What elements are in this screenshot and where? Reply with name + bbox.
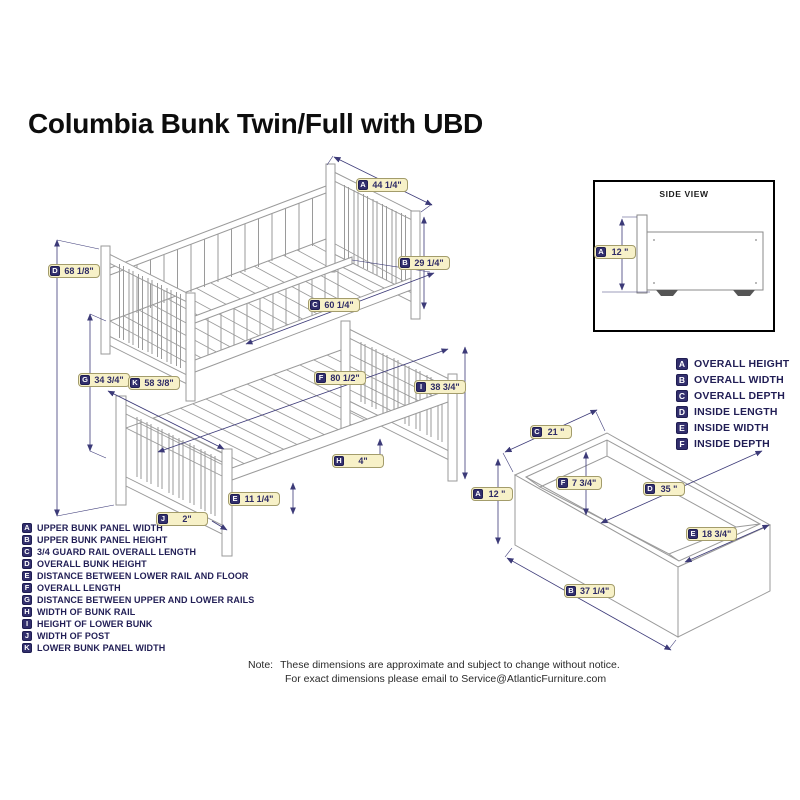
legend-badge: B (22, 535, 32, 545)
footnote: Note:These dimensions are approximate an… (248, 658, 620, 686)
dimension-leaders (211, 520, 228, 531)
dim-label-bunk-h: H 4" (332, 454, 384, 468)
dim-badge: D (645, 484, 655, 494)
dim-label-drawer-d: D 35 " (643, 482, 685, 496)
dim-label-bunk-g: G 34 3/4" (78, 373, 130, 387)
dim-label-sideview-a: A 12 " (594, 245, 636, 259)
legend-badge: G (22, 595, 32, 605)
dim-badge: J (158, 514, 168, 524)
dim-label-bunk-e: E 11 1/4" (228, 492, 280, 506)
legend-badge: I (22, 619, 32, 629)
legend-badge: E (676, 422, 688, 434)
legend-badge: H (22, 607, 32, 617)
legend-badge: C (22, 547, 32, 557)
legend-badge: B (676, 374, 688, 386)
footnote-line1: Note:These dimensions are approximate an… (248, 659, 620, 671)
page-title: Columbia Bunk Twin/Full with UBD (28, 108, 483, 139)
dim-label-drawer-f: F 7 3/4" (556, 476, 603, 490)
legend-badge: E (22, 571, 32, 581)
caster-wheel-icon (733, 290, 755, 296)
dim-badge: A (473, 489, 483, 499)
legend-badge: A (676, 358, 688, 370)
dim-badge: B (400, 258, 410, 268)
legend-badge: D (676, 406, 688, 418)
dim-badge: K (130, 378, 140, 388)
dim-label-drawer-b: B 37 1/4" (564, 584, 616, 598)
dim-label-bunk-i: I 38 3/4" (414, 380, 466, 394)
dim-badge: A (596, 247, 606, 257)
side-view-drawing (636, 214, 764, 296)
dim-label-bunk-d: D 68 1/8" (48, 264, 100, 278)
legend-badge: A (22, 523, 32, 533)
dim-badge: C (532, 427, 542, 437)
dim-badge: F (558, 478, 568, 488)
dim-badge: D (50, 266, 60, 276)
dim-badge: I (416, 382, 426, 392)
legend-badge: C (676, 390, 688, 402)
dim-label-drawer-c: C 21 " (530, 425, 572, 439)
dim-label-bunk-f: F 80 1/2" (314, 371, 366, 385)
dim-label-drawer-e: E 18 3/4" (686, 527, 738, 541)
dim-badge: E (688, 529, 698, 539)
dim-badge: F (316, 373, 326, 383)
dim-label-bunk-c: C 60 1/4" (308, 298, 360, 312)
caster-wheel-icon (656, 290, 678, 296)
witness-lines (56, 155, 677, 650)
dim-label-drawer-a: A 12 " (471, 487, 513, 501)
legend-badge: F (676, 438, 688, 450)
dim-badge: C (310, 300, 320, 310)
legend-badge: K (22, 643, 32, 653)
dim-label-bunk-k: K 58 3/8" (128, 376, 180, 390)
dim-badge: A (358, 180, 368, 190)
dim-label-bunk-a: A 44 1/4" (356, 178, 408, 192)
dim-badge: E (230, 494, 240, 504)
legend-badge: J (22, 631, 32, 641)
dim-badge: B (566, 586, 576, 596)
legend-badge: D (22, 559, 32, 569)
legend-badge: F (22, 583, 32, 593)
footnote-line2: For exact dimensions please email to Ser… (285, 673, 607, 685)
dim-badge: G (80, 375, 90, 385)
dim-label-bunk-j: J 2" (156, 512, 208, 526)
footnote-label: Note: (248, 659, 274, 671)
dim-badge: H (334, 456, 344, 466)
dim-label-bunk-b: B 29 1/4" (398, 256, 450, 270)
side-view-title: SIDE VIEW (659, 189, 709, 199)
